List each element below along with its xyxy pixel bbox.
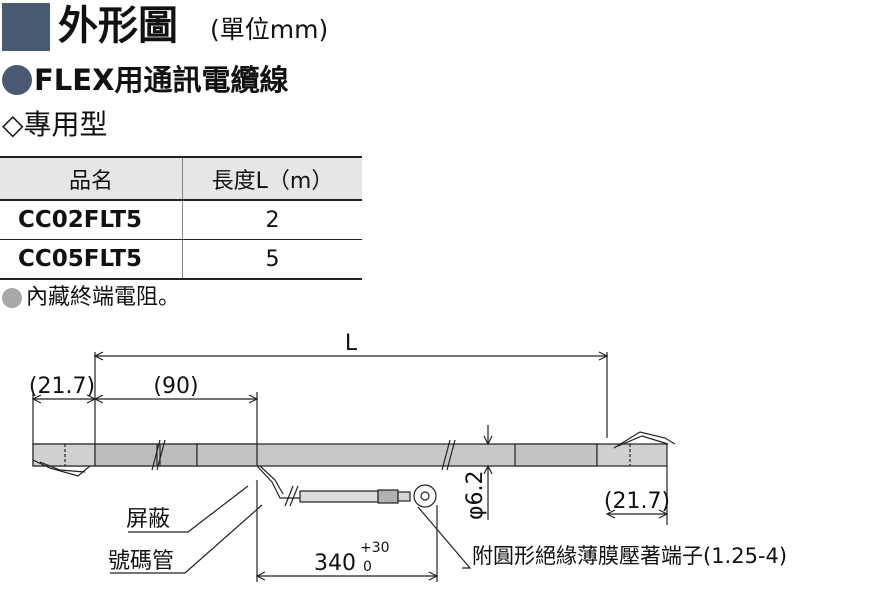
unit-label: (單位mm)	[210, 15, 329, 44]
cell-length: 5	[182, 239, 362, 280]
cable-dimension-drawing: L (21.7) (90) (21.7) 340 +30 0 φ6.2 屏蔽 號…	[29, 331, 787, 582]
cell-length: 2	[182, 200, 362, 240]
dim-sleeve-label: (90)	[153, 374, 198, 399]
section-subtitle: ◇專用型	[2, 108, 108, 141]
dim-diameter-label: φ6.2	[463, 471, 488, 521]
column-header-model: 品名	[0, 156, 183, 201]
dim-L-label: L	[345, 331, 358, 356]
cell-model: CC02FLT5	[0, 200, 183, 240]
dim-branch-tol-lower: 0	[363, 559, 372, 575]
note-bullet-icon	[2, 288, 22, 308]
table-header-row: 品名 長度L（m）	[0, 156, 362, 201]
table-row: CC05FLT5 5	[0, 239, 362, 280]
ring-terminal-label: 附圓形絕緣薄膜壓著端子(1.25-4)	[472, 544, 787, 568]
section-bullet-icon	[2, 65, 32, 95]
shield-label: 屏蔽	[126, 507, 170, 532]
page-title: 外形圖	[58, 3, 178, 49]
code-tube-label: 號碼管	[108, 549, 174, 574]
dim-branch-label: 340	[314, 551, 356, 576]
cell-model: CC05FLT5	[0, 239, 183, 280]
dim-right-end-label: (21.7)	[604, 489, 670, 514]
dim-left-end-label: (21.7)	[29, 374, 95, 399]
title-accent-block	[2, 3, 50, 51]
column-header-length: 長度L（m）	[182, 156, 362, 201]
table-row: CC02FLT5 2	[0, 200, 362, 240]
section-title: FLEX用通訊電纜線	[34, 63, 289, 97]
note-text: 內藏終端電阻。	[26, 285, 181, 310]
dim-branch-tol-upper: +30	[360, 540, 390, 556]
spec-table: 品名 長度L（m） CC02FLT5 2 CC05FLT5 5	[0, 156, 362, 280]
